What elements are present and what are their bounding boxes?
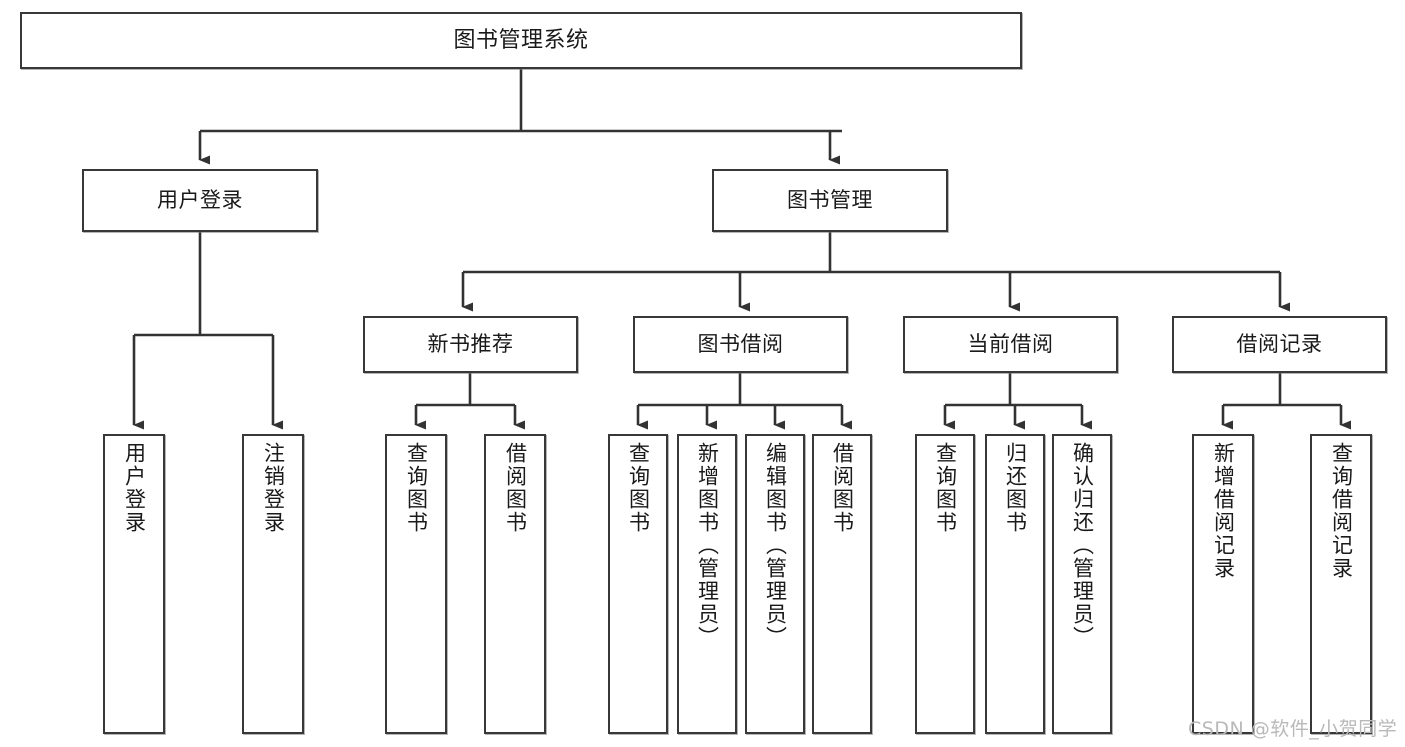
node-leaf-cur-return-label: 归还图书 bbox=[1003, 442, 1028, 534]
node-new-book-rec-label: 新书推荐 bbox=[427, 332, 514, 357]
node-leaf-rec-query2[interactable]: 查询借阅记录 bbox=[1310, 434, 1372, 734]
node-root[interactable]: 图书管理系统 bbox=[20, 12, 1022, 69]
node-current-borrow-label: 当前借阅 bbox=[967, 332, 1054, 357]
node-current-borrow[interactable]: 当前借阅 bbox=[903, 316, 1118, 373]
node-leaf-rec-query2-label: 查询借阅记录 bbox=[1329, 442, 1354, 580]
node-leaf-borrow-edit-label: 编辑图书（管理员） bbox=[763, 442, 788, 649]
node-user-login-label: 用户登录 bbox=[157, 188, 243, 213]
node-leaf-rec-query-label: 查询图书 bbox=[404, 442, 429, 534]
node-leaf-cur-query[interactable]: 查询图书 bbox=[915, 434, 975, 734]
csdn-watermark: CSDN @软件_小贺同学 bbox=[1188, 718, 1398, 740]
node-borrow-record-label: 借阅记录 bbox=[1236, 332, 1323, 357]
node-leaf-cur-query-label: 查询图书 bbox=[933, 442, 958, 534]
node-book-manage-label: 图书管理 bbox=[787, 188, 873, 213]
node-leaf-rec-borrow[interactable]: 借阅图书 bbox=[484, 434, 546, 734]
node-root-label: 图书管理系统 bbox=[453, 27, 589, 53]
node-leaf-cur-confirm[interactable]: 确认归还（管理员） bbox=[1052, 434, 1112, 734]
node-leaf-borrow-add[interactable]: 新增图书（管理员） bbox=[677, 434, 737, 734]
node-book-borrow[interactable]: 图书借阅 bbox=[633, 316, 848, 373]
node-leaf-borrow-add-label: 新增图书（管理员） bbox=[695, 442, 720, 649]
node-new-book-rec[interactable]: 新书推荐 bbox=[363, 316, 578, 373]
node-leaf-borrow-do-label: 借阅图书 bbox=[830, 442, 855, 534]
node-leaf-borrow-edit[interactable]: 编辑图书（管理员） bbox=[745, 434, 805, 734]
node-leaf-rec-query[interactable]: 查询图书 bbox=[385, 434, 447, 734]
node-leaf-borrow-query[interactable]: 查询图书 bbox=[608, 434, 668, 734]
node-leaf-rec-borrow-label: 借阅图书 bbox=[503, 442, 528, 534]
node-leaf-rec-add[interactable]: 新增借阅记录 bbox=[1192, 434, 1254, 734]
node-borrow-record[interactable]: 借阅记录 bbox=[1172, 316, 1387, 373]
node-leaf-borrow-query-label: 查询图书 bbox=[626, 442, 651, 534]
node-book-borrow-label: 图书借阅 bbox=[697, 332, 784, 357]
node-leaf-borrow-do[interactable]: 借阅图书 bbox=[812, 434, 872, 734]
node-leaf-user-login-label: 用户登录 bbox=[122, 442, 147, 534]
node-leaf-cur-return[interactable]: 归还图书 bbox=[985, 434, 1045, 734]
node-leaf-rec-add-label: 新增借阅记录 bbox=[1211, 442, 1236, 580]
node-leaf-cur-confirm-label: 确认归还（管理员） bbox=[1070, 442, 1095, 649]
node-leaf-user-logout[interactable]: 注销登录 bbox=[242, 434, 304, 734]
node-leaf-user-logout-label: 注销登录 bbox=[261, 442, 286, 534]
node-user-login[interactable]: 用户登录 bbox=[82, 169, 318, 232]
node-leaf-user-login[interactable]: 用户登录 bbox=[103, 434, 165, 734]
node-book-manage[interactable]: 图书管理 bbox=[712, 169, 948, 232]
